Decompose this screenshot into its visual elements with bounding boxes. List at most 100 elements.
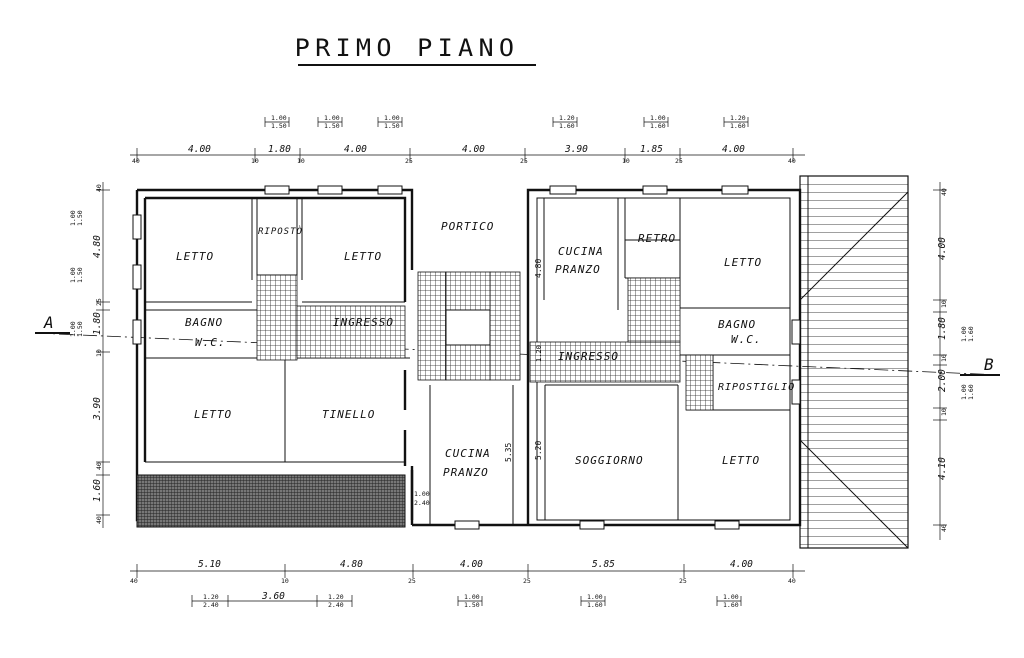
window-marks [132, 185, 801, 530]
room-ripostiglio-top: RIPOSTÒ [258, 225, 303, 237]
room-letto-bottom-left: LETTO [194, 408, 232, 421]
room-wc-left: W.C. [195, 336, 226, 349]
bottom-win-4-b: 1.50 [464, 601, 480, 609]
left-window-callouts: 1.00 1.50 1.00 1.50 1.00 1.50 [69, 210, 84, 337]
bottom-dim-5: 4.00 [730, 559, 753, 570]
top-win-5-a: 1.00 [650, 114, 666, 122]
bottom-win-5-a: 1.00 [587, 593, 603, 601]
bottom-small-5: 25 [679, 577, 687, 585]
room-letto-bottom-right: LETTO [722, 454, 760, 467]
top-win-1-a: 1.00 [271, 114, 287, 122]
bottom-win-4-a: 1.00 [464, 593, 480, 601]
stair-hatching [136, 271, 714, 528]
inner-door-b: 2.40 [414, 499, 430, 507]
bottom-dim-2: 4.80 [340, 559, 363, 570]
page-title: PRIMO PIANO [294, 34, 520, 62]
top-win-6-b: 1.60 [730, 122, 746, 130]
left-win-3-b: 1.50 [76, 321, 84, 337]
top-dim-7: 4.00 [722, 144, 745, 155]
top-small-8: 40 [788, 157, 796, 165]
right-dim-4: 1.80 [937, 317, 948, 340]
right-win-2-a: 1.00 [960, 384, 968, 400]
room-pranzo-right: PRANZO [555, 263, 601, 276]
left-dim-5: 10 [95, 349, 103, 357]
top-win-4-b: 1.60 [559, 122, 575, 130]
top-win-4-a: 1.20 [559, 114, 575, 122]
left-win-1-a: 1.00 [69, 210, 77, 226]
top-win-3-a: 1.00 [384, 114, 400, 122]
bottom-win-6-b: 1.60 [723, 601, 739, 609]
right-win-2-b: 1.60 [967, 384, 975, 400]
top-win-3-b: 1.50 [384, 122, 400, 130]
room-letto-top-left: LETTO [176, 250, 214, 263]
room-ingresso-right: INGRESSO [558, 350, 619, 363]
right-dim-5: 10 [940, 354, 948, 362]
top-win-5-b: 1.60 [650, 122, 666, 130]
bottom-dim-3: 4.00 [460, 559, 483, 570]
room-bagno-right: BAGNO [718, 318, 756, 331]
room-soggiorno: SOGGIORNO [575, 454, 644, 467]
room-retro: RETRO [638, 232, 676, 245]
left-dim-1: 40 [95, 184, 103, 192]
inner-dim-r3: 5.20 [534, 441, 543, 460]
right-dimension-chain: 40 4.00 10 1.80 10 2.00 10 4.10 40 1.00 … [933, 182, 975, 540]
top-win-2-a: 1.00 [324, 114, 340, 122]
right-win-1-a: 1.00 [960, 326, 968, 342]
bottom-win-5-b: 1.60 [587, 601, 603, 609]
bottom-win-1-b: 2.40 [203, 601, 219, 609]
bottom-dimension-chain: 5.10 4.80 4.00 5.85 4.00 40 10 25 25 25 … [130, 559, 805, 585]
bottom-window-callouts: 1.20 2.40 3.60 1.20 2.40 1.001.50 1.001.… [191, 591, 742, 609]
left-dimension-chain: 40 4.80 25 1.80 10 3.90 40 1.60 40 [92, 182, 110, 528]
top-small-7: 25 [675, 157, 683, 165]
room-ingresso-left: INGRESSO [333, 316, 394, 329]
inner-door-a: 1.00 [414, 490, 430, 498]
bottom-dim-4: 5.85 [592, 559, 615, 570]
top-win-2-b: 1.50 [324, 122, 340, 130]
left-dim-8: 1.60 [92, 479, 103, 502]
right-dim-2: 4.00 [937, 237, 948, 260]
room-bagno-left: BAGNO [185, 316, 223, 329]
top-dim-1: 4.00 [188, 144, 211, 155]
left-dim-6: 3.90 [92, 397, 103, 421]
top-win-1-b: 1.50 [271, 122, 287, 130]
right-dim-9: 40 [940, 524, 948, 532]
bottom-win-3-a: 1.20 [328, 593, 344, 601]
bottom-small-3: 25 [408, 577, 416, 585]
left-win-2-b: 1.50 [76, 267, 84, 283]
left-win-3-a: 1.00 [69, 321, 77, 337]
inner-dim-r1: 4.80 [534, 259, 543, 278]
section-mark-b: B [984, 355, 994, 374]
bottom-small-4: 25 [523, 577, 531, 585]
bottom-small-1: 40 [130, 577, 138, 585]
room-cucina-right: CUCINA [558, 245, 604, 258]
inner-dim-r2: 1.20 [535, 345, 543, 362]
room-portico: PORTICO [441, 220, 494, 233]
right-dim-7: 10 [940, 408, 948, 416]
top-small-4: 25 [405, 157, 413, 165]
bottom-dim-1: 5.10 [198, 559, 221, 570]
top-dim-2: 1.80 [268, 144, 291, 155]
right-dim-8: 4.10 [937, 457, 948, 480]
top-dimension-chain: 4.00 1.80 4.00 4.00 3.90 1.85 4.00 40 10… [130, 144, 805, 165]
room-letto-top-mid: LETTO [344, 250, 382, 263]
left-dim-4: 1.80 [92, 312, 103, 335]
top-dim-6: 1.85 [640, 144, 663, 155]
room-tinello: TINELLO [322, 408, 375, 421]
top-window-callouts: 1.001.50 1.001.50 1.001.50 1.201.60 1.00… [264, 114, 749, 130]
bottom-win-6-a: 1.00 [723, 593, 739, 601]
room-pranzo-center: PRANZO [443, 466, 489, 479]
left-dim-9: 40 [95, 516, 103, 524]
top-win-6-a: 1.20 [730, 114, 746, 122]
section-mark-a: A [43, 313, 54, 332]
bottom-win-3-b: 2.40 [328, 601, 344, 609]
top-dim-4: 4.00 [462, 144, 485, 155]
left-dim-2: 4.80 [92, 235, 103, 258]
left-dim-7: 40 [95, 462, 103, 470]
top-small-3: 10 [297, 157, 305, 165]
right-dim-3: 10 [940, 300, 948, 308]
room-cucina-center: CUCINA [445, 447, 491, 460]
bottom-small-6: 40 [788, 577, 796, 585]
room-wc-right: W.C. [731, 333, 762, 346]
left-win-1-b: 1.50 [76, 210, 84, 226]
